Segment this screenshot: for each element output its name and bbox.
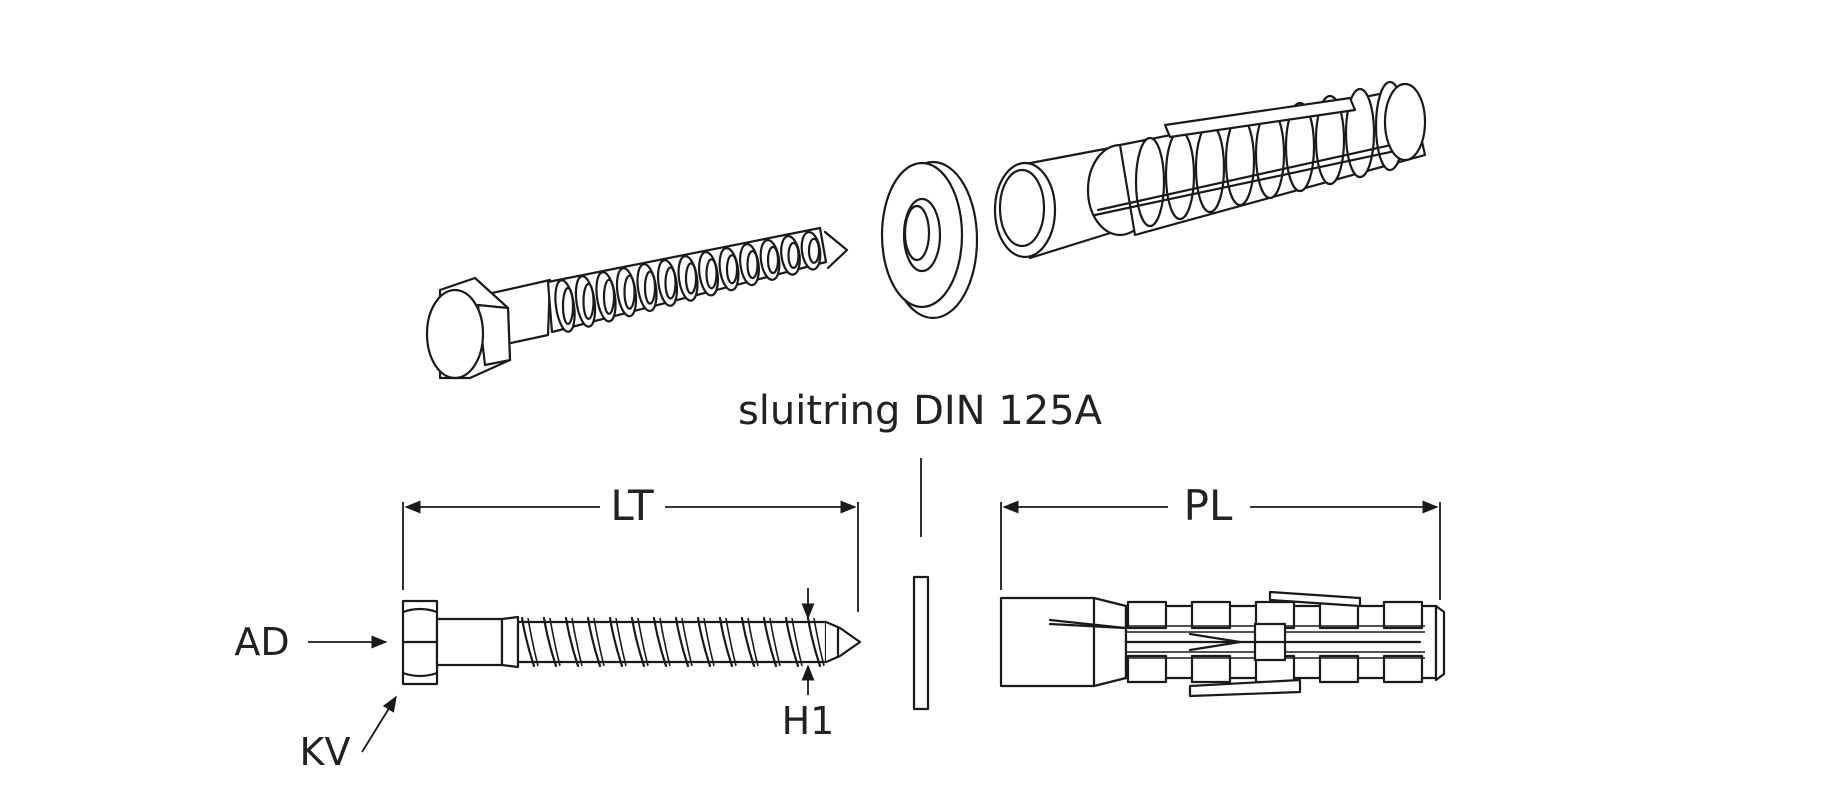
front-thread-turn <box>806 616 822 668</box>
front-thread-turn <box>696 616 712 668</box>
dimension-kv <box>361 695 397 753</box>
front-thread-turn <box>608 616 624 668</box>
front-thread-turn <box>586 616 602 668</box>
front-plug-block-top <box>1382 600 1424 630</box>
dimension-pl <box>1000 500 1441 600</box>
front-plug-block-bottom <box>1382 654 1424 684</box>
iso-expansion-plug <box>993 80 1427 260</box>
front-thread-turn-back <box>681 617 693 667</box>
ad-label: AD <box>234 620 289 664</box>
front-plug-block-bottom <box>1318 654 1360 684</box>
h1-label: H1 <box>782 699 835 743</box>
front-plug-block-top <box>1190 600 1232 630</box>
washer-label: sluitring DIN 125A <box>738 388 1103 434</box>
iso-plug-ring <box>1164 129 1196 221</box>
iso-thread-inner <box>582 282 595 320</box>
iso-thread-inner <box>705 258 718 290</box>
pl-label: PL <box>1184 481 1233 530</box>
front-thread-turn-back <box>747 617 759 667</box>
iso-plug-ring <box>1314 94 1346 186</box>
iso-washer <box>880 160 979 320</box>
kv-label: KV <box>300 730 351 774</box>
front-thread-turn-back <box>571 617 583 667</box>
iso-thread-inner <box>561 286 575 326</box>
front-thread-turn <box>762 616 778 668</box>
iso-thread-inner <box>623 274 636 310</box>
front-thread-turn-back <box>725 617 737 667</box>
iso-thread-inner <box>725 254 739 285</box>
front-thread-turn <box>718 616 734 668</box>
iso-plug-ring <box>1194 122 1226 214</box>
front-thread-turn-back <box>593 617 605 667</box>
dimension-lt <box>402 500 859 612</box>
front-washer <box>912 458 930 711</box>
iso-thread-inner <box>787 241 800 269</box>
front-thread-turn <box>542 616 558 668</box>
front-thread-turn-back <box>769 617 781 667</box>
front-thread-turn-back <box>527 617 539 667</box>
front-thread-turn-back <box>813 617 825 667</box>
iso-thread-inner <box>746 250 759 280</box>
front-thread-turn-back <box>659 617 671 667</box>
front-thread-turn-back <box>615 617 627 667</box>
front-thread-turn-back <box>703 617 715 667</box>
lt-label: LT <box>610 481 654 530</box>
iso-thread-inner <box>602 278 616 315</box>
front-thread-turn <box>630 616 646 668</box>
iso-thread-inner <box>664 266 677 300</box>
front-thread-turn-back <box>791 617 803 667</box>
iso-plug-ring <box>1134 136 1166 228</box>
front-thread-turn <box>520 616 536 668</box>
iso-hex-screw <box>425 226 849 380</box>
iso-plug-ring <box>1224 115 1256 207</box>
front-thread-turn <box>652 616 668 668</box>
front-hex-screw <box>401 599 862 686</box>
front-expansion-plug <box>999 590 1446 698</box>
iso-thread-inner <box>807 237 821 264</box>
iso-thread-inner <box>684 262 698 295</box>
front-thread-turn-back <box>549 617 561 667</box>
front-plug-block-top <box>1126 600 1168 630</box>
front-thread-turn-back <box>637 617 649 667</box>
iso-thread-inner <box>766 245 780 275</box>
front-thread-turn <box>674 616 690 668</box>
front-plug-block-bottom <box>1126 654 1168 684</box>
front-thread-turn <box>784 616 800 668</box>
front-plug-block-bottom <box>1190 654 1232 684</box>
front-thread-turn <box>564 616 580 668</box>
front-thread-turn <box>740 616 756 668</box>
iso-thread-inner <box>643 270 657 305</box>
